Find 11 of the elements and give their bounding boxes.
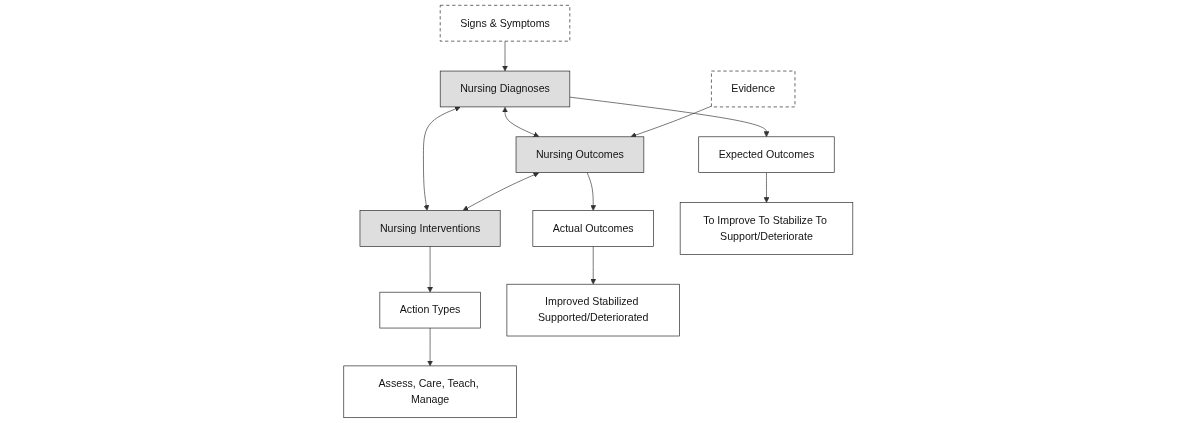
node-box: Evidence: [710, 70, 796, 108]
node-box: To Improve To Stabilize To Support/Deteriorate: [679, 202, 853, 255]
node-box: Actual Outcomes: [532, 210, 654, 247]
node-box: Nursing Diagnoses: [439, 70, 570, 108]
node-box: Improved Stabilized Supported/Deteriorated: [506, 283, 680, 337]
node-box: Assess, Care, Teach, Manage: [343, 365, 517, 418]
node-box: Nursing Interventions: [359, 210, 501, 247]
node-box: Nursing Outcomes: [515, 136, 644, 173]
node-box: Expected Outcomes: [698, 136, 835, 173]
node-box: Signs & Symptoms: [439, 4, 570, 42]
node-box: Action Types: [379, 291, 481, 329]
